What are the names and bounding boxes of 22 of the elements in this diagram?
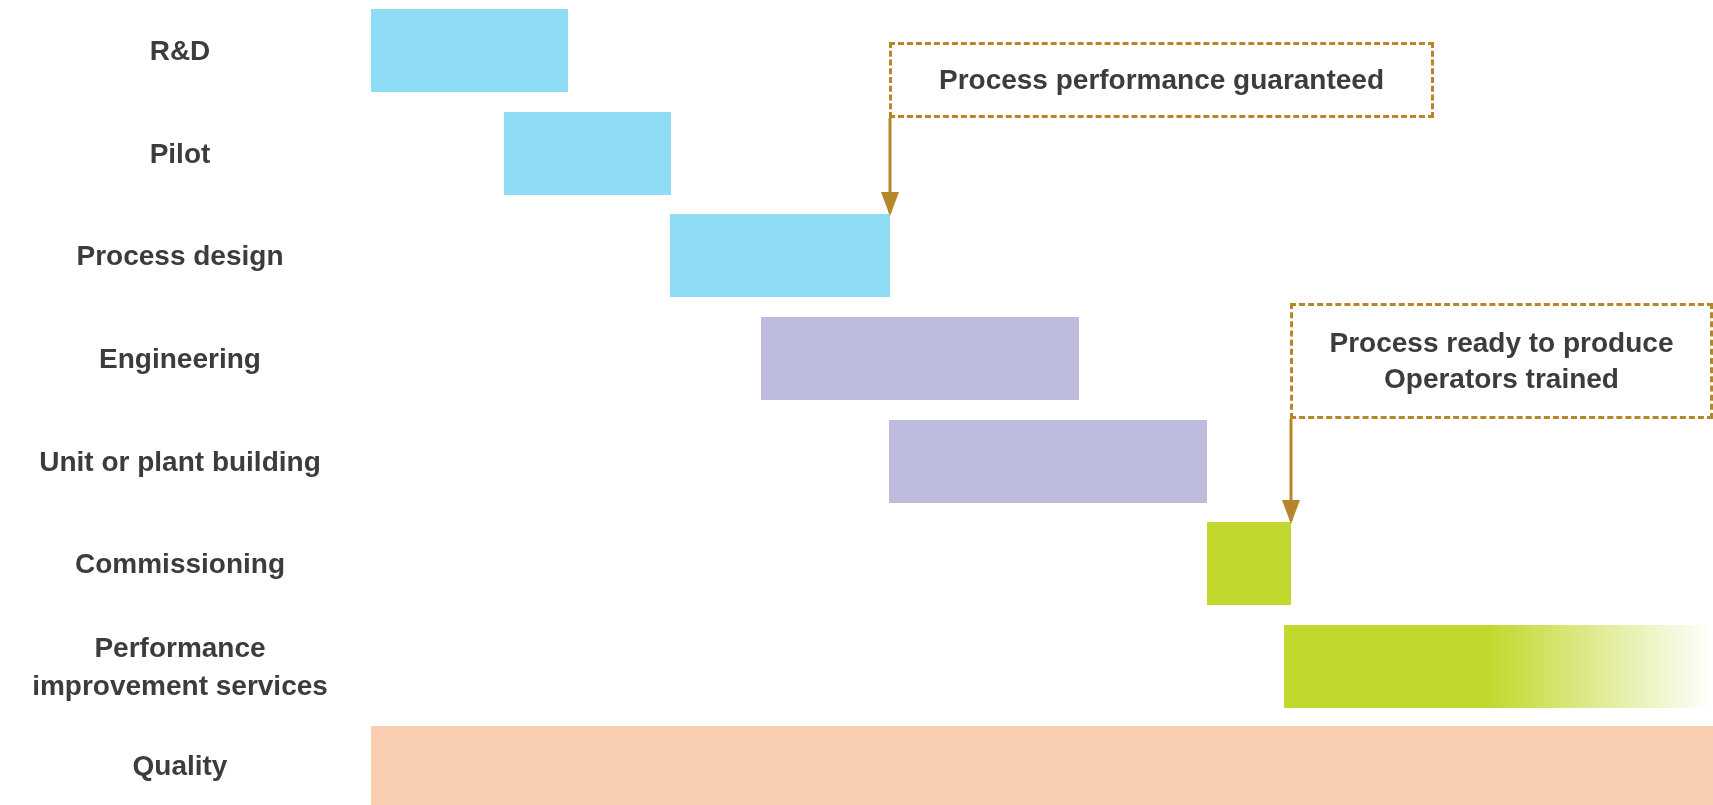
timeline-bar [371, 726, 1713, 805]
row-label: Unit or plant building [38, 444, 322, 479]
row-label: Engineering [98, 341, 262, 376]
timeline-bar [504, 112, 671, 195]
timeline-bar [1284, 625, 1713, 708]
timeline-bar [1207, 522, 1291, 605]
timeline-bar [761, 317, 1079, 400]
row-label: Process design [75, 238, 285, 273]
row-label: Commissioning [74, 546, 286, 581]
timeline-bar [670, 214, 890, 297]
callout-box [1290, 303, 1713, 419]
callout-text: Process ready to produce Operators trained [1328, 326, 1675, 396]
arrow [1282, 419, 1300, 524]
callout-box [889, 42, 1434, 118]
row-label: Performance improvement services [31, 630, 329, 703]
row-label: Quality [131, 748, 229, 783]
row-label: R&D [148, 33, 212, 68]
row-label: Pilot [148, 136, 212, 171]
callout-text: Process performance guaranteed [938, 63, 1385, 97]
timeline-bar [889, 420, 1207, 503]
timeline-bar [371, 9, 568, 92]
arrow [881, 118, 899, 216]
